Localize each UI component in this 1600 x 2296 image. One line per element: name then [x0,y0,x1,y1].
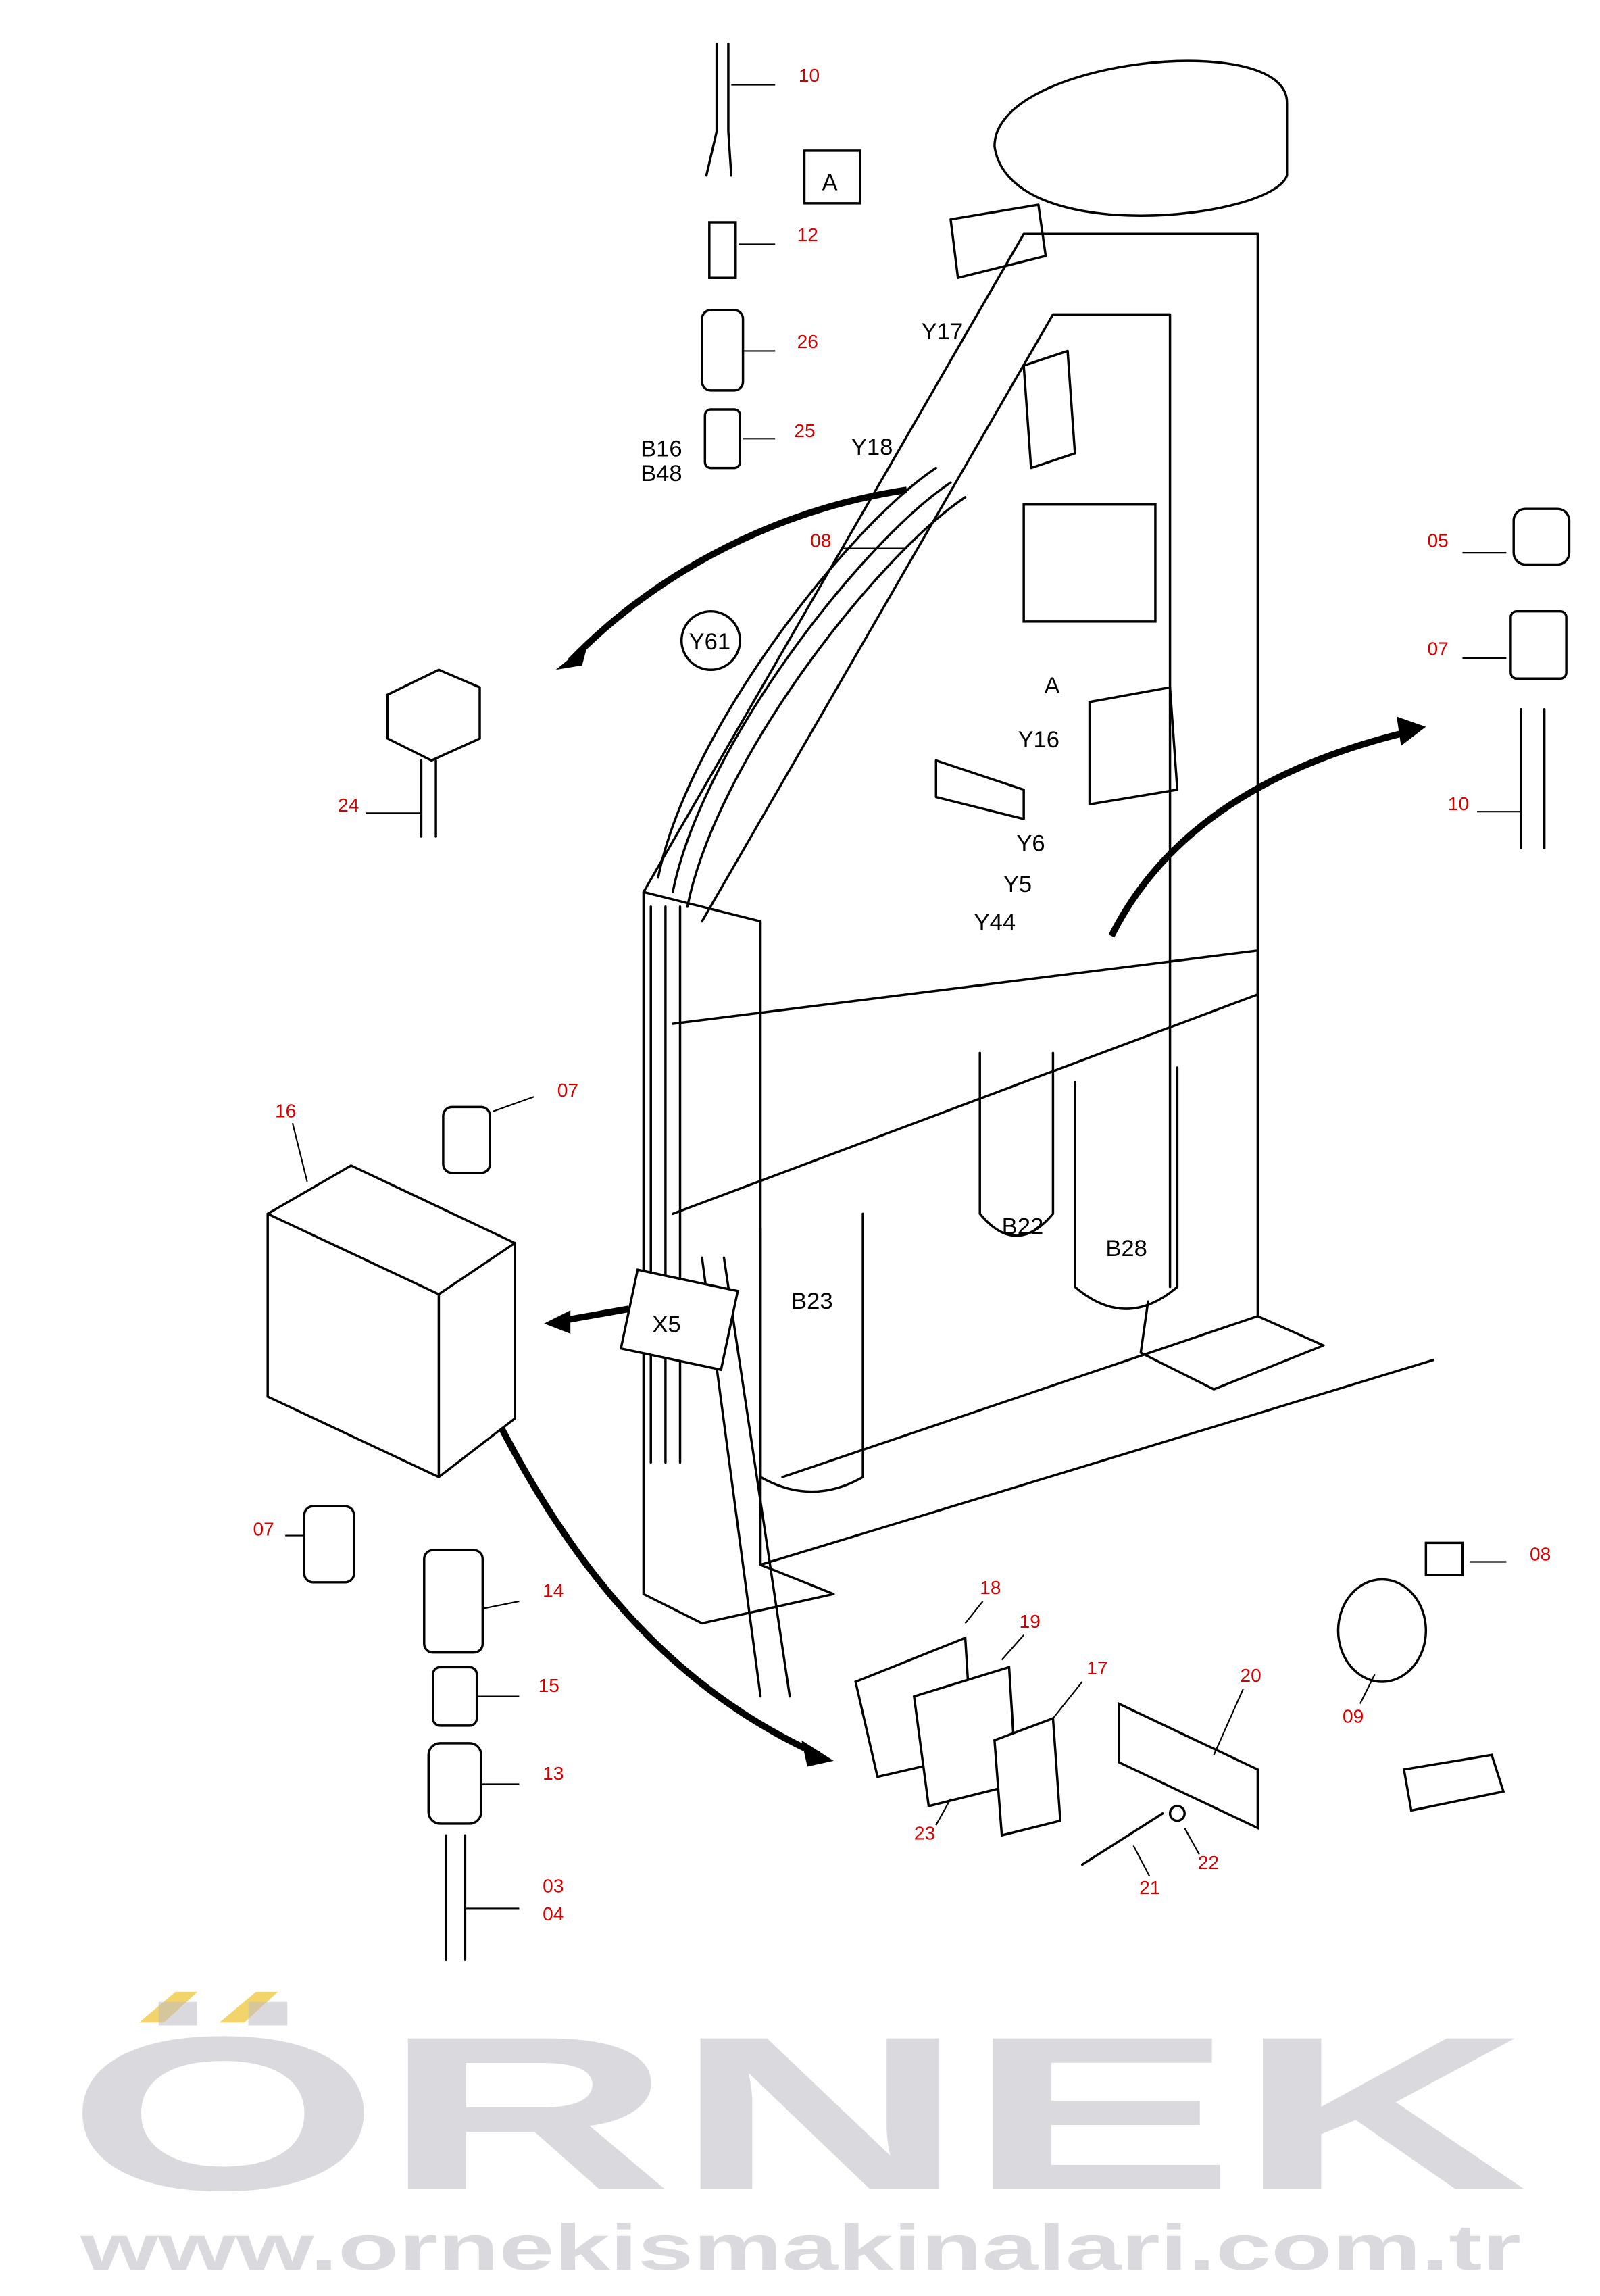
part-12: 12 [797,224,818,245]
part-26: 26 [797,331,818,352]
view-marker-box [803,149,861,205]
part-17: 17 [1086,1657,1107,1678]
label-x5: X5 [652,1312,680,1338]
label-b23: B23 [791,1289,833,1314]
part-07: 07 [1427,639,1448,659]
callout-arrows [465,486,1426,1767]
watermark-accent [139,1991,198,2023]
watermark-brand: ÖRNEK [66,1991,1528,2236]
part-16: 16 [275,1101,296,1122]
part-10: 10 [1448,793,1469,814]
part-23: 23 [914,1823,935,1844]
watermark: ÖRNEK www.ornekismakinalari.com.tr [66,1991,1528,2284]
label-y6: Y6 [1016,831,1045,857]
label-b48: B48 [641,461,682,486]
label-y16: Y16 [1018,727,1059,753]
part-15: 15 [539,1675,559,1696]
part-03: 03 [543,1876,564,1897]
part-13: 13 [543,1763,564,1784]
label-y44: Y44 [974,910,1016,936]
label-b28: B28 [1105,1236,1147,1262]
part-25: 25 [794,420,815,441]
part-04: 04 [543,1903,564,1924]
leader-lines [285,84,1522,1910]
label-b16: B16 [641,436,682,461]
machine-frame [619,59,1434,1698]
watermark-url: www.ornekismakinalari.com.tr [80,2212,1521,2284]
part-07: 07 [557,1080,578,1101]
part-07: 07 [253,1519,274,1540]
part-21: 21 [1139,1877,1160,1898]
exploded-parts [266,43,1571,1961]
part-19: 19 [1020,1611,1041,1632]
label-y17: Y17 [922,319,964,345]
part-20: 20 [1240,1665,1261,1686]
part-numbers: 10 12 26 25 08 05 07 10 24 16 07 07 14 1… [253,65,1551,1924]
component-designations: A Y17 Y18 Y61 A Y16 Y6 Y5 Y44 B16 B48 X5… [641,170,1147,1337]
part-22: 22 [1198,1852,1219,1873]
part-05: 05 [1427,530,1448,551]
label-y61: Y61 [689,629,731,655]
label-view-a: A [1044,673,1060,699]
label-y18: Y18 [851,434,893,460]
part-24: 24 [338,795,359,816]
part-09: 09 [1343,1706,1364,1727]
watermark-accent [219,1991,278,2023]
label-b22: B22 [1002,1214,1044,1240]
view-marker-label: A [822,170,838,195]
part-08: 08 [810,530,831,551]
label-y5: Y5 [1003,872,1032,897]
part-10: 10 [799,65,820,86]
part-14: 14 [543,1580,564,1601]
part-08: 08 [1530,1543,1551,1564]
part-18: 18 [980,1577,1001,1598]
